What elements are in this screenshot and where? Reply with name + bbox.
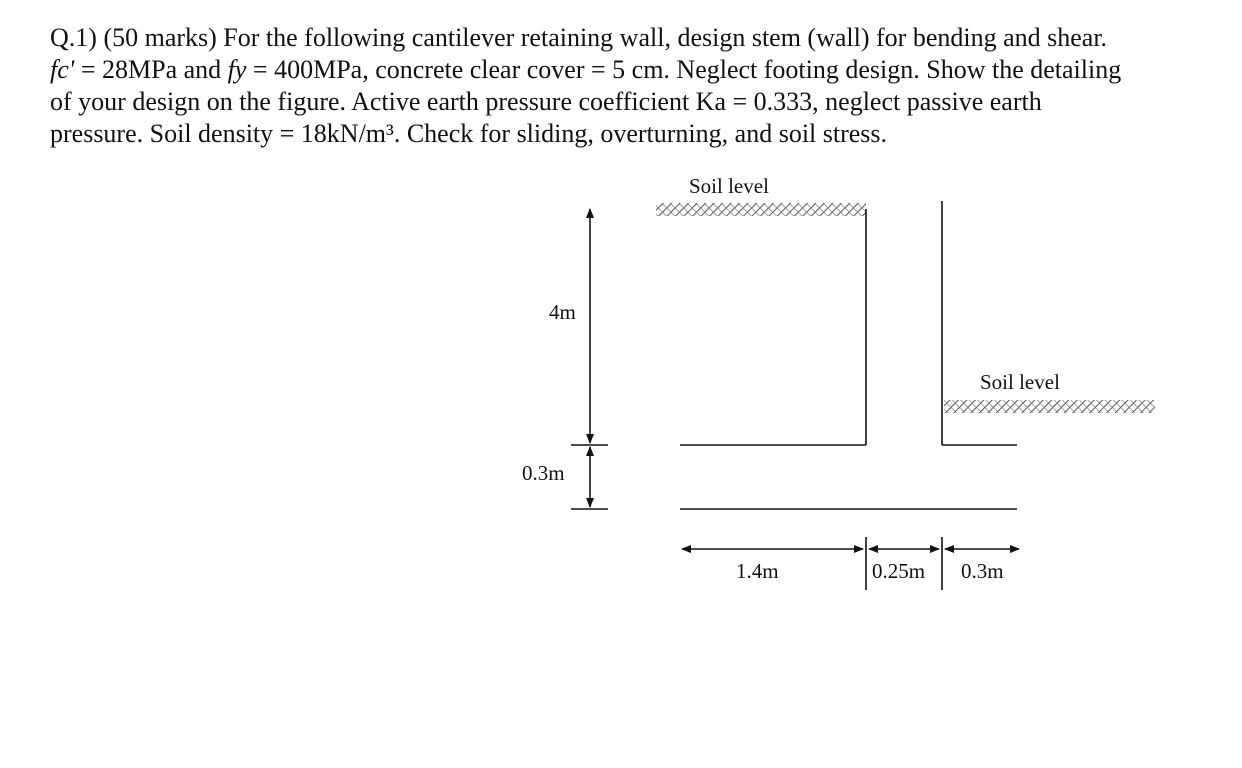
question-marks: (50 marks)	[103, 23, 217, 52]
fy-value: = 400MPa, concrete clear cover = 5 cm. N…	[252, 55, 1122, 84]
soil-hatch-right	[944, 400, 1155, 413]
fc-symbol: fc'	[50, 55, 75, 84]
dim-heel-label: 1.4m	[736, 559, 779, 583]
dim-stem-label: 0.25m	[872, 559, 925, 583]
question-line-2: fc' = 28MPa and fy = 400MPa, concrete cl…	[50, 54, 1220, 86]
soil-hatch-top	[656, 203, 866, 216]
soil-level-right-label: Soil level	[980, 370, 1060, 394]
question-line-3: of your design on the figure. Active ear…	[50, 87, 1042, 116]
question-text: Q.1) (50 marks) For the following cantil…	[50, 22, 1220, 150]
dim-height-label: 4m	[549, 300, 576, 324]
question-number: Q.1)	[50, 23, 97, 52]
soil-level-top-label: Soil level	[689, 174, 769, 198]
question-line-4: pressure. Soil density = 18kN/m³. Check …	[50, 119, 888, 148]
fc-value: = 28MPa and	[80, 55, 222, 84]
dim-base-thickness	[571, 446, 608, 510]
fy-symbol: fy	[227, 55, 247, 84]
wall-outline	[680, 201, 1017, 510]
dim-toe-label: 0.3m	[961, 559, 1004, 583]
question-line-1-text: For the following cantilever retaining w…	[223, 23, 1108, 52]
dim-base-thickness-label: 0.3m	[522, 461, 565, 485]
dim-horizontal	[681, 537, 1020, 590]
dim-height	[571, 208, 608, 446]
question-line-1: Q.1) (50 marks) For the following cantil…	[50, 22, 1220, 54]
